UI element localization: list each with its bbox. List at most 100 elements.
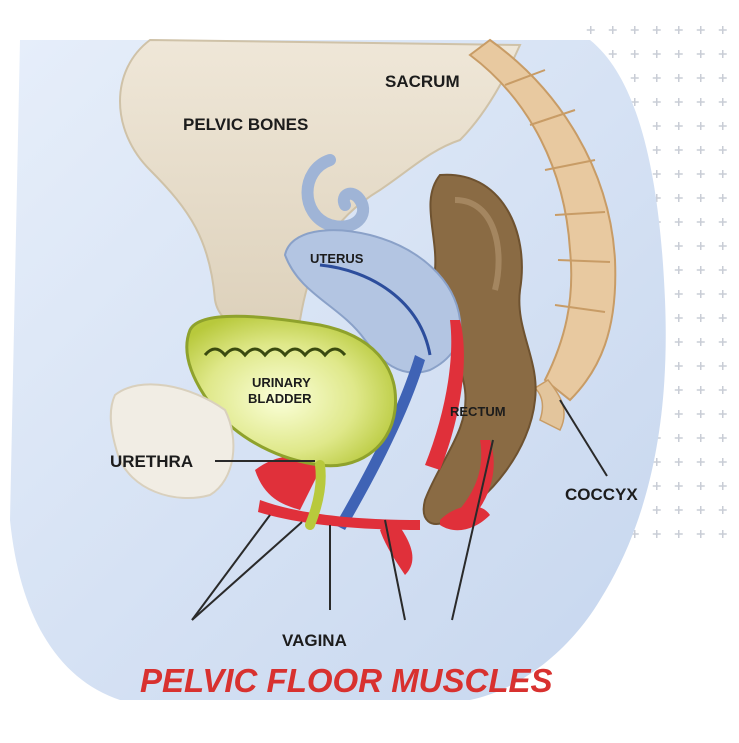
grid-plus-h	[652, 173, 661, 175]
grid-plus-h	[630, 533, 639, 535]
grid-plus-h	[674, 509, 683, 511]
grid-plus-h	[674, 317, 683, 319]
grid-plus-h	[696, 533, 705, 535]
grid-plus-h	[652, 29, 661, 31]
grid-plus-h	[696, 485, 705, 487]
grid-plus-h	[652, 461, 661, 463]
grid-plus-h	[674, 341, 683, 343]
grid-plus-h	[718, 101, 727, 103]
grid-plus-h	[696, 413, 705, 415]
pelvic-bones	[119, 38, 522, 332]
diagram-title: PELVIC FLOOR MUSCLES	[140, 662, 553, 699]
grid-plus-h	[630, 101, 639, 103]
grid-plus-h	[696, 29, 705, 31]
label-bladder: BLADDER	[248, 391, 312, 406]
grid-plus-h	[674, 101, 683, 103]
label-uterus: UTERUS	[310, 251, 364, 266]
grid-plus-h	[674, 461, 683, 463]
grid-plus-h	[696, 221, 705, 223]
grid-plus-h	[718, 509, 727, 511]
grid-plus-h	[696, 509, 705, 511]
grid-plus-h	[652, 197, 661, 199]
urethra	[305, 460, 326, 530]
grid-plus-h	[696, 341, 705, 343]
grid-plus-h	[652, 77, 661, 79]
grid-plus-h	[696, 437, 705, 439]
sacrum	[468, 38, 617, 402]
sacrum-segments	[504, 69, 611, 313]
grid-plus-h	[674, 533, 683, 535]
label-rectum: RECTUM	[450, 404, 506, 419]
grid-plus-h	[718, 29, 727, 31]
grid-plus-h	[696, 245, 705, 247]
grid-plus-h	[696, 461, 705, 463]
grid-plus-h	[718, 245, 727, 247]
coccyx	[533, 379, 565, 432]
grid-plus-h	[696, 101, 705, 103]
grid-plus-h	[652, 149, 661, 151]
grid-plus-h	[586, 29, 595, 31]
grid-plus-h	[674, 365, 683, 367]
grid-plus-h	[718, 389, 727, 391]
grid-plus-h	[718, 53, 727, 55]
grid-plus-h	[718, 485, 727, 487]
grid-plus-h	[696, 317, 705, 319]
grid-plus-h	[718, 437, 727, 439]
label-sacrum: SACRUM	[385, 72, 460, 91]
grid-plus-h	[630, 53, 639, 55]
grid-plus-h	[718, 317, 727, 319]
grid-plus-h	[652, 101, 661, 103]
grid-plus-h	[718, 197, 727, 199]
grid-plus-h	[652, 125, 661, 127]
grid-plus-h	[652, 485, 661, 487]
grid-plus-h	[674, 485, 683, 487]
grid-plus-h	[674, 437, 683, 439]
rectum-fold	[454, 197, 502, 291]
label-urinary: URINARY	[252, 375, 311, 390]
grid-plus-h	[718, 221, 727, 223]
grid-plus-h	[674, 53, 683, 55]
bladder-wall-folds	[203, 347, 347, 358]
grid-plus-h	[718, 413, 727, 415]
grid-plus-h	[630, 29, 639, 31]
grid-plus-h	[608, 29, 617, 31]
grid-plus-h	[630, 77, 639, 79]
grid-plus-h	[696, 197, 705, 199]
grid-plus-h	[674, 245, 683, 247]
grid-plus-h	[696, 53, 705, 55]
grid-plus-h	[674, 293, 683, 295]
label-urethra: URETHRA	[110, 452, 193, 471]
grid-plus-h	[718, 149, 727, 151]
grid-plus-h	[674, 269, 683, 271]
grid-plus-h	[718, 533, 727, 535]
grid-plus-h	[696, 149, 705, 151]
grid-plus-h	[718, 269, 727, 271]
grid-plus-h	[674, 173, 683, 175]
grid-plus-h	[696, 173, 705, 175]
pelvic-floor-muscles	[255, 320, 494, 575]
label-vagina: VAGINA	[282, 631, 347, 650]
grid-plus-h	[718, 293, 727, 295]
grid-plus-h	[674, 149, 683, 151]
grid-plus-h	[674, 77, 683, 79]
grid-plus-h	[652, 533, 661, 535]
grid-plus-h	[608, 53, 617, 55]
grid-plus-h	[696, 365, 705, 367]
grid-plus-h	[696, 125, 705, 127]
grid-plus-h	[696, 269, 705, 271]
pubic-bone	[109, 383, 235, 500]
grid-plus-h	[674, 125, 683, 127]
uterine-cavity	[319, 263, 432, 356]
grid-plus-h	[718, 173, 727, 175]
grid-plus-h	[696, 77, 705, 79]
grid-plus-h	[674, 413, 683, 415]
grid-plus-h	[674, 197, 683, 199]
label-pelvic-bones: PELVIC BONES	[183, 115, 308, 134]
grid-plus-h	[718, 125, 727, 127]
grid-plus-h	[718, 461, 727, 463]
fallopian-tube	[301, 154, 370, 233]
leader-lines	[191, 399, 608, 621]
grid-plus-h	[652, 53, 661, 55]
